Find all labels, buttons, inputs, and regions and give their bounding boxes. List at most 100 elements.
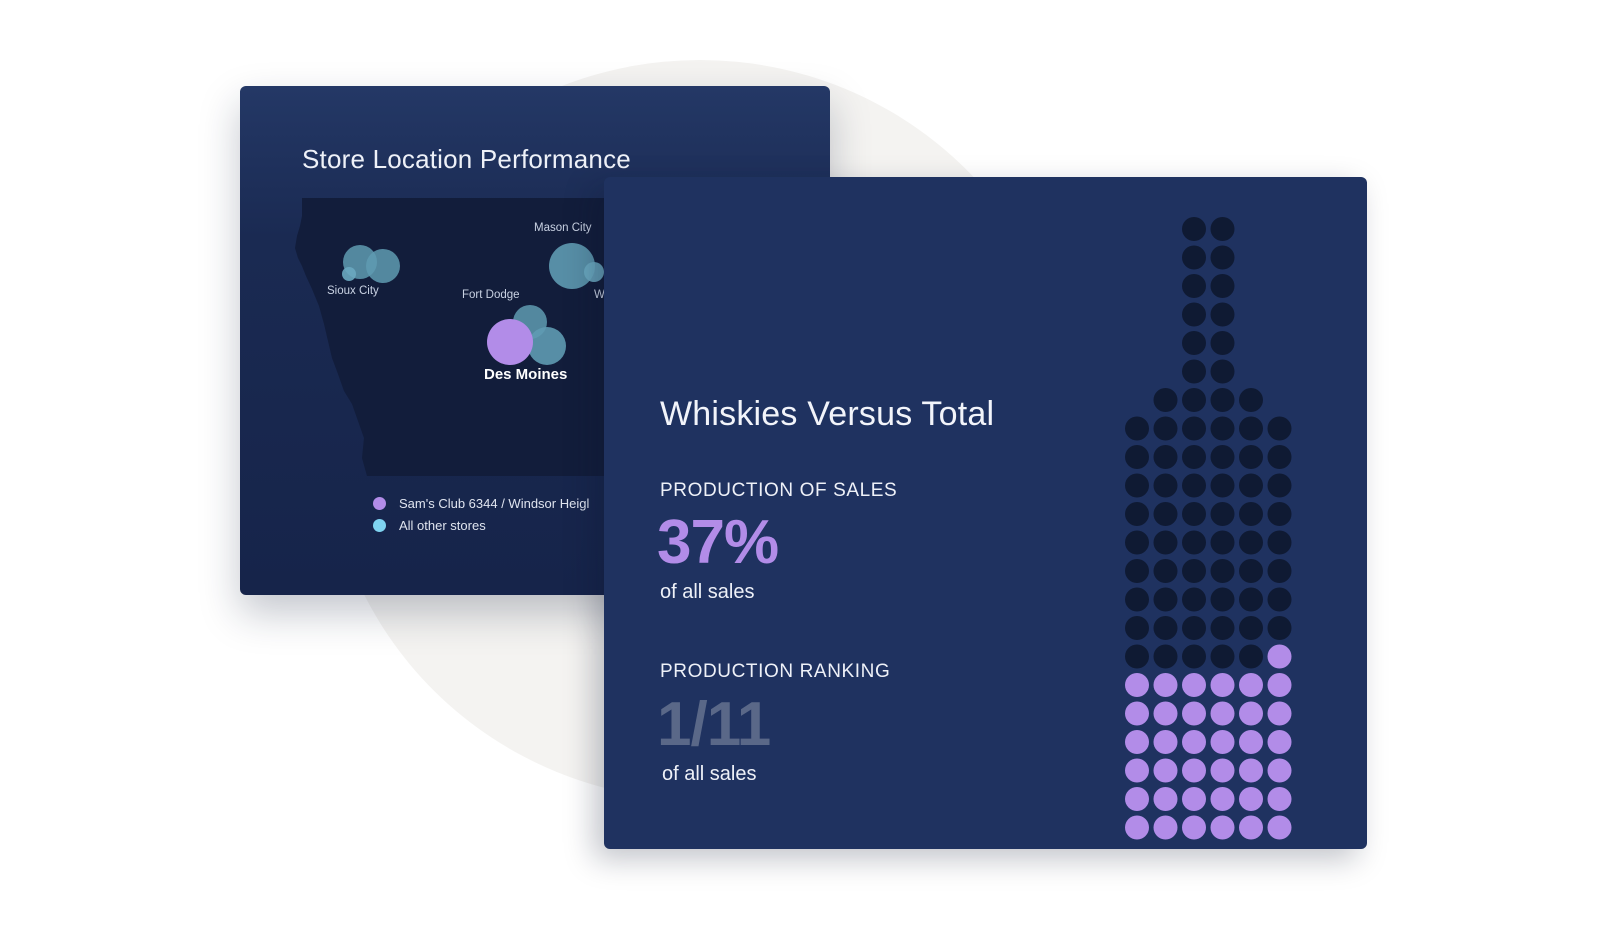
waffle-dot-empty — [1267, 473, 1292, 498]
waffle-dot-empty — [1210, 359, 1235, 384]
legend-label-other: All other stores — [399, 517, 486, 533]
waffle-dot-filled — [1125, 787, 1149, 811]
waffle-dot-empty — [1210, 473, 1235, 498]
waffle-dot-empty — [1239, 530, 1263, 555]
waffle-dot-empty — [1125, 644, 1149, 669]
waffle-dot-empty — [1125, 616, 1149, 640]
waffle-dot-empty — [1182, 445, 1206, 469]
waffle-dot-empty — [1125, 587, 1149, 612]
waffle-dot-empty — [1267, 587, 1292, 612]
waffle-dot-filled — [1239, 787, 1263, 811]
waffle-dot-empty — [1210, 502, 1235, 526]
waffle-dot-empty — [1210, 388, 1235, 412]
waffle-dot-filled — [1239, 673, 1263, 697]
waffle-dot-empty — [1239, 559, 1263, 583]
waffle-dot-empty — [1210, 331, 1235, 355]
waffle-dot-empty — [1182, 274, 1206, 298]
waffle-dot-empty — [1239, 445, 1263, 469]
waffle-dot-filled — [1239, 815, 1263, 840]
waffle-dot-filled — [1182, 673, 1206, 697]
waffle-dot-filled — [1125, 758, 1149, 783]
waffle-dot-filled — [1239, 701, 1263, 726]
ranking-value: 1/11 — [657, 690, 771, 759]
waffle-dot-empty — [1182, 587, 1206, 612]
waffle-dot-filled — [1125, 815, 1149, 840]
waffle-dot-filled — [1125, 730, 1149, 754]
waffle-dot-empty — [1267, 530, 1292, 555]
waffle-dot-empty — [1153, 416, 1178, 441]
waffle-dot-filled — [1153, 730, 1178, 754]
waffle-dot-filled — [1210, 815, 1235, 840]
bubble-sioux-c — [342, 267, 356, 281]
legend-dot-other — [373, 518, 386, 532]
waffle-dot-filled — [1267, 701, 1292, 726]
waffle-dot-empty — [1153, 559, 1178, 583]
waffle-dot-filled — [1153, 758, 1178, 783]
waffle-dot-empty — [1239, 587, 1263, 612]
waffle-dot-empty — [1182, 473, 1206, 498]
label-w-city: W — [594, 289, 605, 301]
waffle-dot-empty — [1182, 217, 1206, 241]
waffle-dot-empty — [1210, 616, 1235, 640]
waffle-dot-filled — [1125, 673, 1149, 697]
sales-label: PRODUCTION OF SALES — [660, 480, 898, 501]
waffle-dot-empty — [1182, 388, 1206, 412]
waffle-dot-empty — [1125, 530, 1149, 555]
legend-item-highlight: Sam's Club 6344 / Windsor Heigl — [373, 492, 589, 514]
waffle-dot-filled — [1267, 644, 1292, 669]
waffle-dot-empty — [1182, 302, 1206, 327]
whiskies-title: Whiskies Versus Total — [660, 395, 995, 433]
waffle-dot-empty — [1210, 644, 1235, 669]
waffle-dot-empty — [1239, 644, 1263, 669]
waffle-dot-filled — [1267, 815, 1292, 840]
waffle-dot-empty — [1239, 616, 1263, 640]
waffle-dot-empty — [1267, 445, 1292, 469]
bottle-waffle-chart — [1125, 217, 1292, 840]
waffle-dot-empty — [1153, 388, 1178, 412]
waffle-dot-filled — [1182, 787, 1206, 811]
bubble-mason — [549, 243, 595, 289]
bubble-sioux-b — [366, 249, 400, 283]
waffle-dot-filled — [1267, 787, 1292, 811]
waffle-dot-filled — [1210, 730, 1235, 754]
waffle-dot-filled — [1239, 730, 1263, 754]
waffle-dot-filled — [1182, 815, 1206, 840]
waffle-dot-empty — [1210, 217, 1235, 241]
legend-label-highlight: Sam's Club 6344 / Windsor Heigl — [399, 495, 590, 511]
waffle-dot-empty — [1153, 616, 1178, 640]
bubble-desmoines-other — [528, 327, 566, 365]
waffle-dot-empty — [1153, 502, 1178, 526]
sales-sub: of all sales — [660, 581, 755, 603]
waffle-dot-empty — [1125, 473, 1149, 498]
bubble-desmoines-highlight — [487, 319, 533, 365]
waffle-dot-empty — [1267, 416, 1292, 441]
waffle-dot-empty — [1182, 331, 1206, 355]
waffle-dot-empty — [1153, 473, 1178, 498]
legend-item-other: All other stores — [373, 514, 589, 536]
waffle-dot-empty — [1125, 559, 1149, 583]
waffle-dot-empty — [1267, 616, 1292, 640]
waffle-dot-empty — [1210, 587, 1235, 612]
waffle-dot-empty — [1239, 502, 1263, 526]
waffle-dot-empty — [1182, 245, 1206, 270]
waffle-dot-empty — [1210, 530, 1235, 555]
waffle-dot-empty — [1239, 416, 1263, 441]
waffle-dot-empty — [1182, 644, 1206, 669]
waffle-dot-empty — [1239, 473, 1263, 498]
waffle-dot-empty — [1125, 445, 1149, 469]
waffle-dot-empty — [1153, 530, 1178, 555]
waffle-dot-empty — [1267, 502, 1292, 526]
waffle-dot-filled — [1153, 815, 1178, 840]
waffle-dot-filled — [1210, 673, 1235, 697]
label-sioux-city: Sioux City — [327, 285, 379, 297]
waffle-dot-empty — [1239, 388, 1263, 412]
ranking-label: PRODUCTION RANKING — [660, 661, 891, 682]
waffle-dot-filled — [1210, 701, 1235, 726]
waffle-dot-filled — [1267, 730, 1292, 754]
waffle-dot-empty — [1210, 302, 1235, 327]
waffle-dot-empty — [1267, 559, 1292, 583]
waffle-dot-filled — [1153, 787, 1178, 811]
waffle-dot-filled — [1182, 701, 1206, 726]
bubble-mason-b — [584, 262, 604, 282]
label-fort-dodge: Fort Dodge — [462, 289, 520, 301]
